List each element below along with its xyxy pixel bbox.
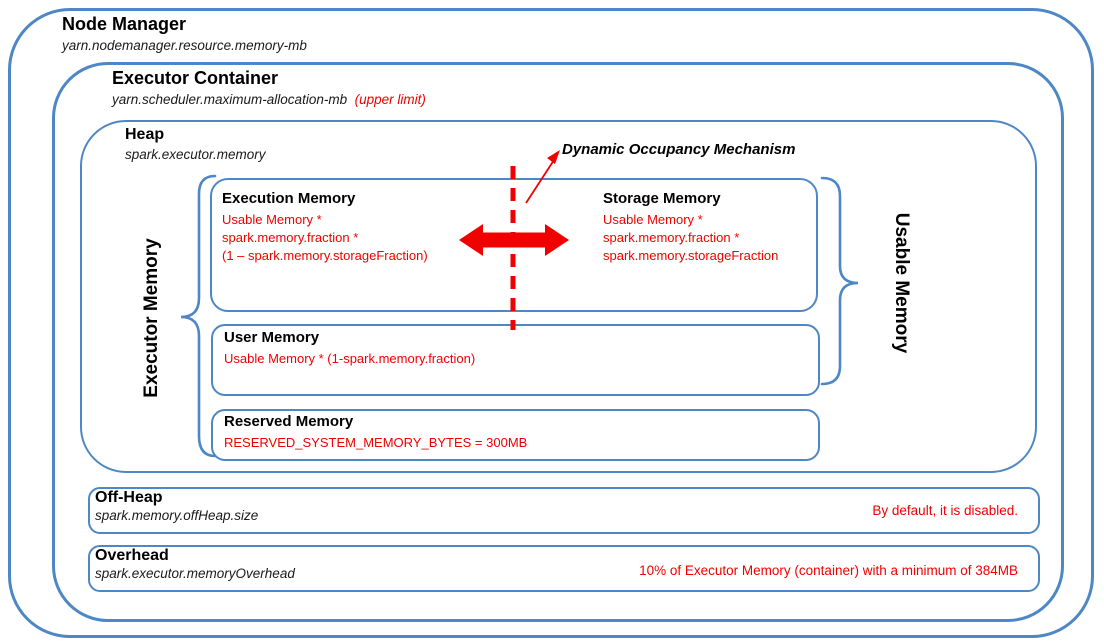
storage-memory-formula-1: Usable Memory * — [603, 212, 703, 228]
execution-memory-title: Execution Memory — [222, 190, 356, 207]
overhead-heading: Overhead spark.executor.memoryOverhead — [95, 547, 295, 582]
storage-memory-formula-3: spark.memory.storageFraction — [603, 248, 779, 264]
execution-memory-section: Execution Memory Usable Memory * spark.m… — [222, 190, 428, 265]
storage-memory-formula-2: spark.memory.fraction * — [603, 230, 740, 246]
reserved-memory-box — [211, 409, 820, 461]
overhead-box — [88, 545, 1040, 592]
node-manager-heading: Node Manager yarn.nodemanager.resource.m… — [62, 14, 307, 53]
off-heap-box — [88, 487, 1040, 534]
dynamic-occupancy-divider — [510, 166, 516, 330]
dynamic-occupancy-arrow — [525, 150, 560, 204]
user-memory-formula: Usable Memory * (1-spark.memory.fraction… — [224, 351, 476, 367]
node-manager-property: yarn.nodemanager.resource.memory-mb — [62, 37, 307, 53]
heap-heading: Heap spark.executor.memory — [125, 126, 266, 163]
node-manager-title: Node Manager — [62, 14, 187, 34]
memory-exchange-arrow — [459, 224, 569, 256]
heap-property: spark.executor.memory — [125, 147, 266, 163]
heap-title: Heap — [125, 126, 165, 143]
execution-memory-formula-1: Usable Memory * — [222, 212, 322, 228]
user-memory-title: User Memory — [224, 329, 320, 346]
storage-memory-section: Storage Memory Usable Memory * spark.mem… — [603, 190, 778, 265]
usable-memory-brace — [820, 176, 859, 386]
storage-memory-title: Storage Memory — [603, 190, 721, 207]
executor-container-property: yarn.scheduler.maximum-allocation-mb (up… — [112, 91, 426, 107]
off-heap-title: Off-Heap — [95, 489, 163, 506]
executor-container-title: Executor Container — [112, 68, 279, 88]
reserved-memory-formula: RESERVED_SYSTEM_MEMORY_BYTES = 300MB — [224, 435, 528, 451]
executor-memory-brace — [180, 174, 217, 458]
reserved-memory-section: Reserved Memory RESERVED_SYSTEM_MEMORY_B… — [224, 413, 527, 452]
executor-container-heading: Executor Container yarn.scheduler.maximu… — [112, 68, 426, 107]
off-heap-heading: Off-Heap spark.memory.offHeap.size — [95, 489, 258, 524]
executor-memory-label: Executor Memory — [141, 238, 162, 398]
usable-memory-label: Usable Memory — [891, 212, 912, 354]
dynamic-occupancy-label: Dynamic Occupancy Mechanism — [562, 141, 796, 158]
execution-memory-formula-3: (1 – spark.memory.storageFraction) — [222, 248, 428, 264]
off-heap-property: spark.memory.offHeap.size — [95, 508, 259, 524]
heap-box — [80, 120, 1037, 473]
reserved-memory-title: Reserved Memory — [224, 413, 354, 430]
overhead-note: 10% of Executor Memory (container) with … — [639, 563, 1018, 578]
overhead-title: Overhead — [95, 547, 169, 564]
user-memory-section: User Memory Usable Memory * (1-spark.mem… — [224, 329, 475, 368]
off-heap-note: By default, it is disabled. — [872, 503, 1018, 518]
node-manager-box — [8, 8, 1094, 638]
upper-limit-note: (upper limit) — [354, 91, 426, 107]
overhead-property: spark.executor.memoryOverhead — [95, 566, 295, 582]
executor-container-box — [52, 62, 1064, 622]
execution-memory-formula-2: spark.memory.fraction * — [222, 230, 359, 246]
